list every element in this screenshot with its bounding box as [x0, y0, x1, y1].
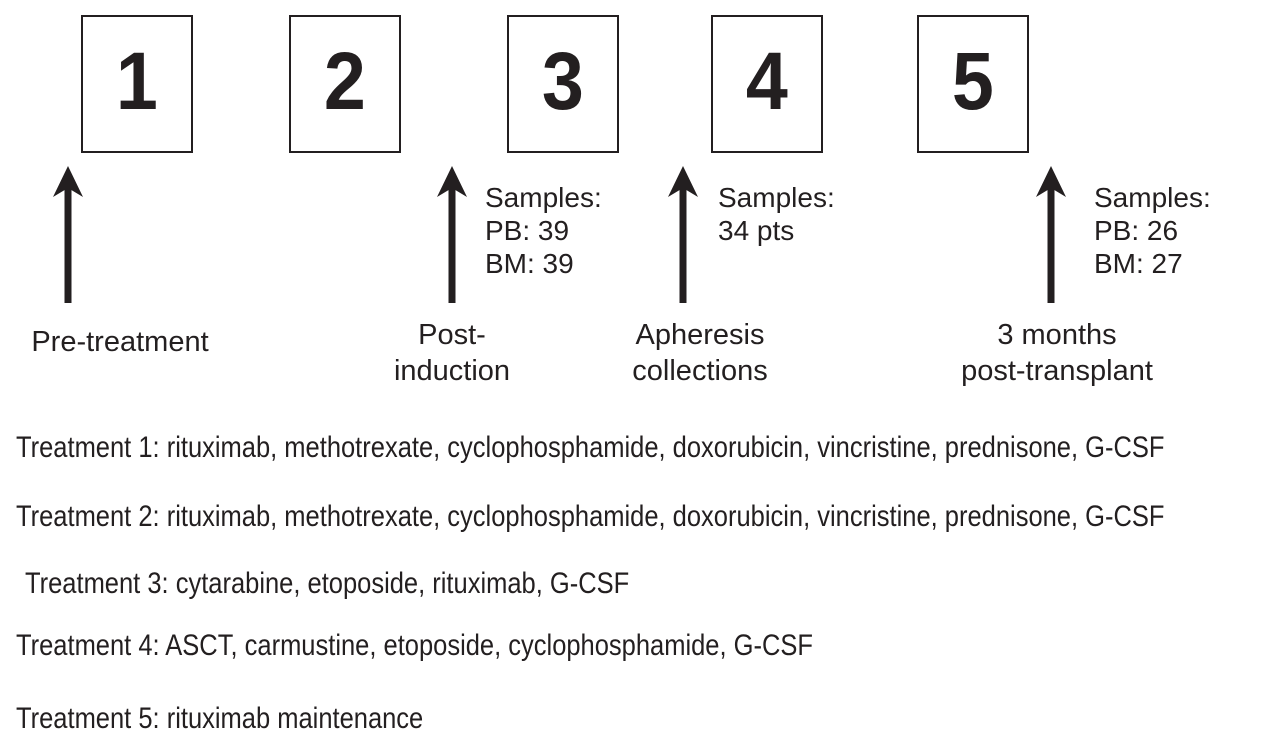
- timepoint-label-line: Pre-treatment: [31, 326, 209, 358]
- samples-line: PB: 39: [485, 215, 570, 246]
- stage-box-2: 2: [289, 15, 401, 153]
- timepoint-label-line: induction: [393, 355, 511, 387]
- timepoint-label-apheresis: Apheresis collections: [540, 317, 860, 389]
- timepoint-label-line: collections: [632, 355, 768, 387]
- samples-line: Samples:: [718, 182, 835, 213]
- samples-line: Samples:: [1094, 182, 1211, 213]
- treatment-line-3: Treatment 3: cytarabine, etoposide, ritu…: [25, 567, 630, 600]
- stage-number-1: 1: [116, 36, 158, 127]
- stage-box-1: 1: [81, 15, 193, 153]
- samples-annotation-apheresis: Samples: 34 pts: [718, 181, 835, 247]
- timepoint-label-post-induction: Post- induction: [292, 317, 612, 389]
- samples-line: BM: 27: [1094, 248, 1183, 279]
- samples-line: Samples:: [485, 182, 602, 213]
- up-arrow-icon: [436, 166, 468, 303]
- timepoint-label-post-transplant: 3 months post-transplant: [897, 317, 1217, 389]
- timepoint-label-line: post-transplant: [961, 355, 1153, 387]
- treatment-line-1: Treatment 1: rituximab, methotrexate, cy…: [16, 431, 1165, 464]
- samples-annotation-post-transplant: Samples: PB: 26 BM: 27: [1094, 181, 1211, 280]
- up-arrow-icon: [1035, 166, 1067, 303]
- samples-annotation-post-induction: Samples: PB: 39 BM: 39: [485, 181, 602, 280]
- treatment-line-5: Treatment 5: rituximab maintenance: [16, 702, 424, 735]
- treatment-line-4: Treatment 4: ASCT, carmustine, etoposide…: [16, 629, 813, 662]
- timepoint-label-pre-treatment: Pre-treatment: [0, 324, 280, 360]
- timepoint-label-line: 3 months: [997, 319, 1117, 351]
- stage-number-3: 3: [542, 36, 584, 127]
- stage-number-5: 5: [952, 36, 994, 127]
- stage-box-5: 5: [917, 15, 1029, 153]
- timepoint-label-line: Post-: [418, 319, 486, 351]
- stage-number-4: 4: [746, 36, 788, 127]
- timepoint-label-line: Apheresis: [635, 319, 765, 351]
- stage-box-4: 4: [711, 15, 823, 153]
- stage-box-3: 3: [507, 15, 619, 153]
- stage-number-2: 2: [324, 36, 366, 127]
- samples-line: BM: 39: [485, 248, 574, 279]
- up-arrow-icon: [667, 166, 699, 303]
- up-arrow-icon: [52, 166, 84, 303]
- treatment-line-2: Treatment 2: rituximab, methotrexate, cy…: [16, 500, 1165, 533]
- samples-line: PB: 26: [1094, 215, 1179, 246]
- samples-line: 34 pts: [718, 215, 795, 246]
